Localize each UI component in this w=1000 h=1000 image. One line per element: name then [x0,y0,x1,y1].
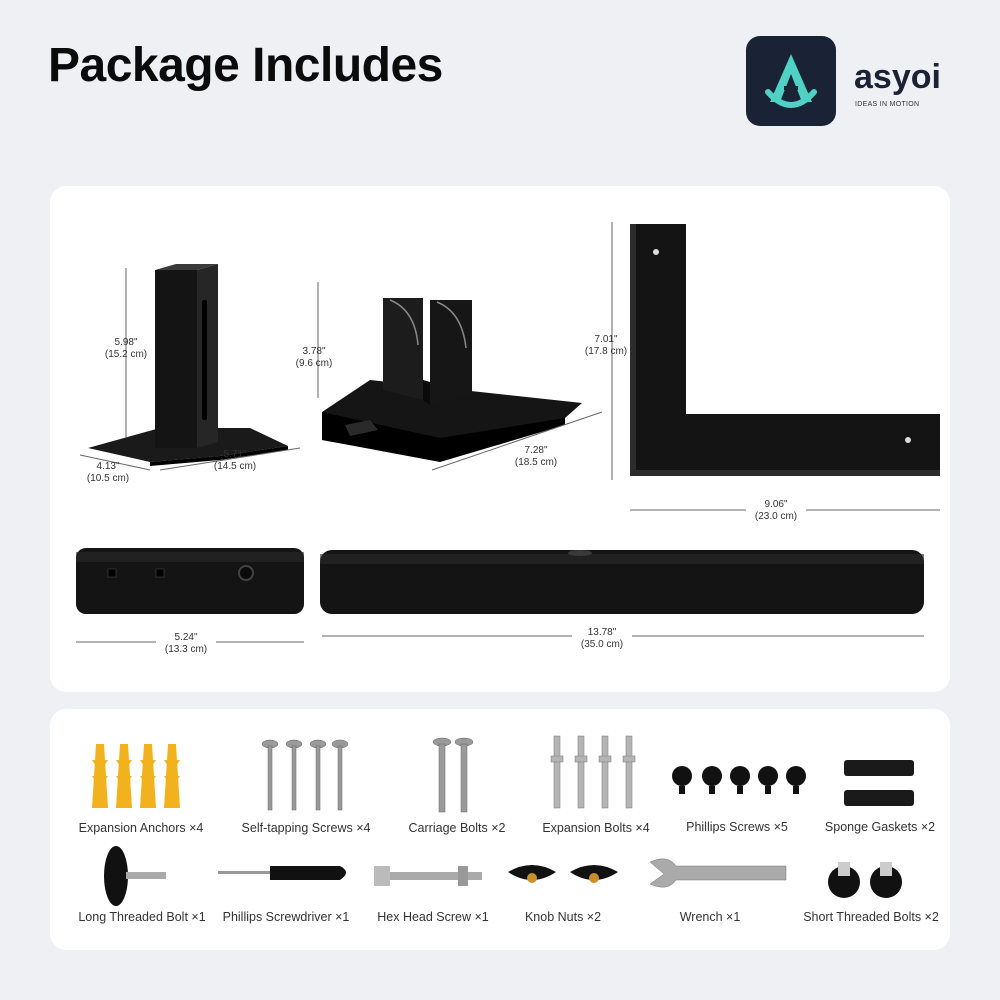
dimension-label: 4.13" (10.5 cm) [78,461,138,485]
long-tube-cm: (35.0 cm) [580,639,624,650]
post-width-value: 5.71" [223,449,247,460]
dimension-label: 13.78" (35.0 cm) [572,627,632,651]
bracket-height-value: 7.01" [594,334,618,345]
hardware-label: Carriage Bolts ×2 [408,821,506,835]
mount-height-value: 3.78" [302,346,326,357]
hex-head-screw-icon [374,866,482,886]
long-threaded-bolt-icon [104,846,166,906]
short-tube-value: 5.24" [174,632,198,643]
hardware-panel [50,709,950,950]
short-threaded-bolt-icon [828,862,902,898]
expansion-anchor-icon [92,744,180,808]
expansion-bolt-icon [550,735,636,809]
l-bracket-icon [630,224,940,476]
carriage-bolt-icon [432,737,474,813]
dimension-label: 5.71" (14.5 cm) [205,449,265,473]
post-height-cm: (15.2 cm) [104,349,148,360]
hardware-label: Expansion Bolts ×4 [542,821,650,835]
post-height-value: 5.98" [114,337,138,348]
dimension-label: 9.06" (23.0 cm) [746,499,806,523]
mount-height-cm: (9.6 cm) [295,358,333,369]
dimension-label: 7.01" (17.8 cm) [576,334,636,358]
post-depth-value: 4.13" [96,461,120,472]
short-tube-icon [76,548,304,614]
hardware-label: Knob Nuts ×2 [524,910,602,924]
short-tube-cm: (13.3 cm) [164,644,208,655]
screwdriver-icon [218,866,346,880]
hardware-label: Wrench ×1 [679,910,741,924]
logo-mark-icon [765,54,817,108]
dimension-label: 7.28" (18.5 cm) [506,445,566,469]
post-with-base-icon [88,264,288,466]
dimension-label: 5.98" (15.2 cm) [96,337,156,361]
hardware-label: Phillips Screws ×5 [686,820,788,834]
hardware-label: Long Threaded Bolt ×1 [78,910,206,924]
mount-length-cm: (18.5 cm) [514,457,558,468]
hardware-label: Hex Head Screw ×1 [377,910,489,924]
u-bracket-mount-icon [322,298,582,462]
page-title: Package Includes [48,39,443,92]
sponge-gasket-icon [844,760,914,806]
hardware-label: Expansion Anchors ×4 [78,821,204,835]
brand-logo [746,36,836,126]
bracket-width-cm: (23.0 cm) [754,511,798,522]
long-tube-icon [320,550,924,614]
wrench-icon [649,858,787,888]
brand-tagline: IDEAS IN MOTION [855,101,920,108]
post-width-cm: (14.5 cm) [213,461,257,472]
self-tapping-screw-icon [261,739,349,811]
hardware-label: Self-tapping Screws ×4 [241,821,371,835]
dimension-label: 5.24" (13.3 cm) [156,632,216,656]
bracket-width-value: 9.06" [764,499,788,510]
phillips-screw-icon [672,766,806,794]
dimension-label: 3.78" (9.6 cm) [284,346,344,370]
hardware-label: Short Threaded Bolts ×2 [803,910,939,924]
mount-length-value: 7.28" [524,445,548,456]
bracket-height-cm: (17.8 cm) [584,346,628,357]
post-depth-cm: (10.5 cm) [86,473,130,484]
brand-name: asyoi [854,58,941,96]
long-tube-value: 13.78" [587,627,617,638]
knob-nut-icon [508,865,618,883]
hardware-label: Sponge Gaskets ×2 [824,820,936,834]
hardware-label: Phillips Screwdriver ×1 [222,910,350,924]
